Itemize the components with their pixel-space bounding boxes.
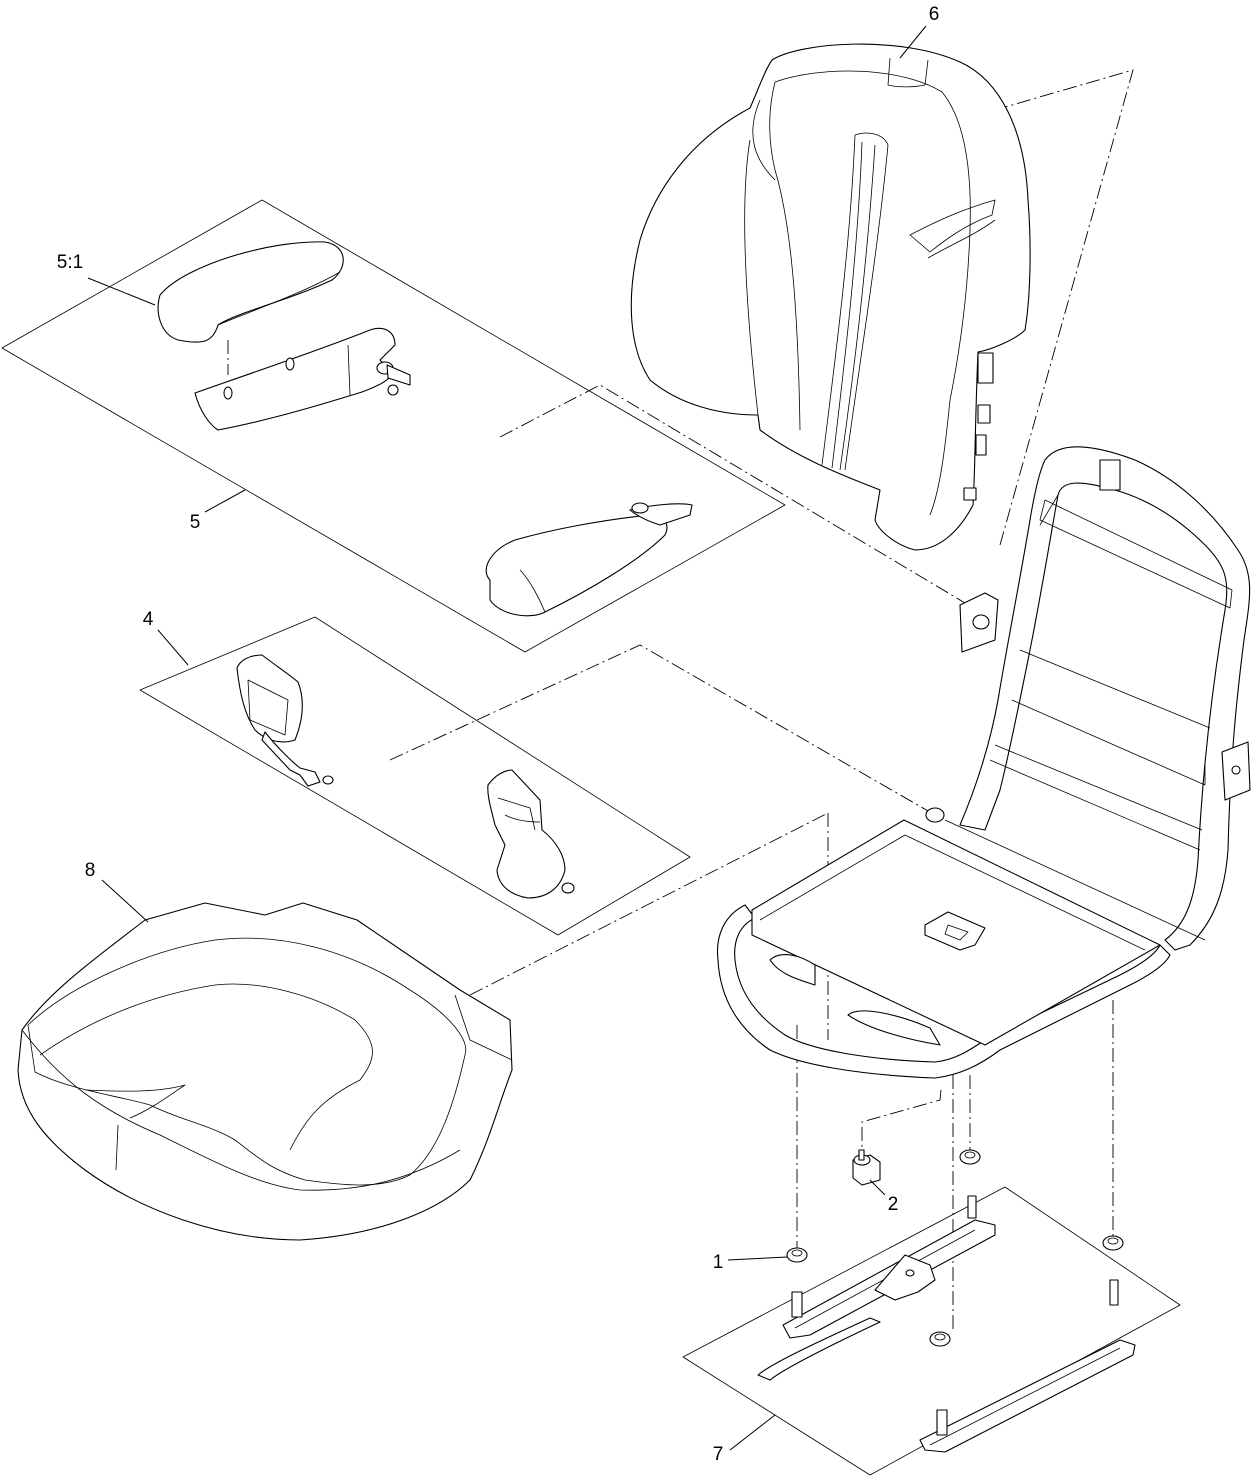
callout-5: 5 <box>190 489 246 533</box>
callout-1: 1 <box>713 1252 788 1273</box>
assembly-centerlines <box>389 69 1134 1330</box>
svg-text:5: 5 <box>190 512 201 533</box>
seat-cushion <box>17 902 513 1241</box>
armrest-kit <box>1 199 786 653</box>
seat-belt-kit <box>139 616 691 936</box>
belt-buckle <box>487 769 566 899</box>
seat-frame <box>716 446 1251 1079</box>
seat-belt-kit-panel <box>139 616 691 936</box>
hardware <box>786 1149 1124 1347</box>
washer-3 <box>1102 1235 1124 1251</box>
svg-text:5:1: 5:1 <box>57 252 83 273</box>
callout-8: 8 <box>85 860 149 923</box>
backrest-cushion <box>630 43 1031 551</box>
washer-1 <box>786 1247 808 1263</box>
svg-text:8: 8 <box>85 860 96 881</box>
seat-latch-plate <box>924 911 986 951</box>
slide-rail-kit-panel <box>682 1186 1181 1476</box>
washer-2 <box>959 1149 981 1165</box>
callouts: 6 5:1 5 4 8 2 1 7 <box>57 4 940 1465</box>
slide-rail-kit <box>682 1186 1181 1476</box>
svg-text:6: 6 <box>929 4 940 25</box>
svg-text:1: 1 <box>713 1252 724 1273</box>
svg-text:7: 7 <box>713 1444 724 1465</box>
armrest-pad-right <box>485 514 668 617</box>
seat-switch <box>852 1149 881 1186</box>
callout-2: 2 <box>869 1179 899 1215</box>
callout-6: 6 <box>899 4 940 59</box>
svg-text:2: 2 <box>888 1194 899 1215</box>
callout-5-1: 5:1 <box>57 252 156 306</box>
armrest-kit-panel <box>1 199 786 653</box>
armrest-bracket <box>194 327 396 431</box>
callout-7: 7 <box>713 1414 776 1465</box>
svg-text:4: 4 <box>143 609 154 630</box>
armrest-pad-left <box>157 241 344 343</box>
callout-4: 4 <box>143 609 189 666</box>
belt-retractor <box>236 654 303 743</box>
washer-4 <box>929 1331 951 1347</box>
